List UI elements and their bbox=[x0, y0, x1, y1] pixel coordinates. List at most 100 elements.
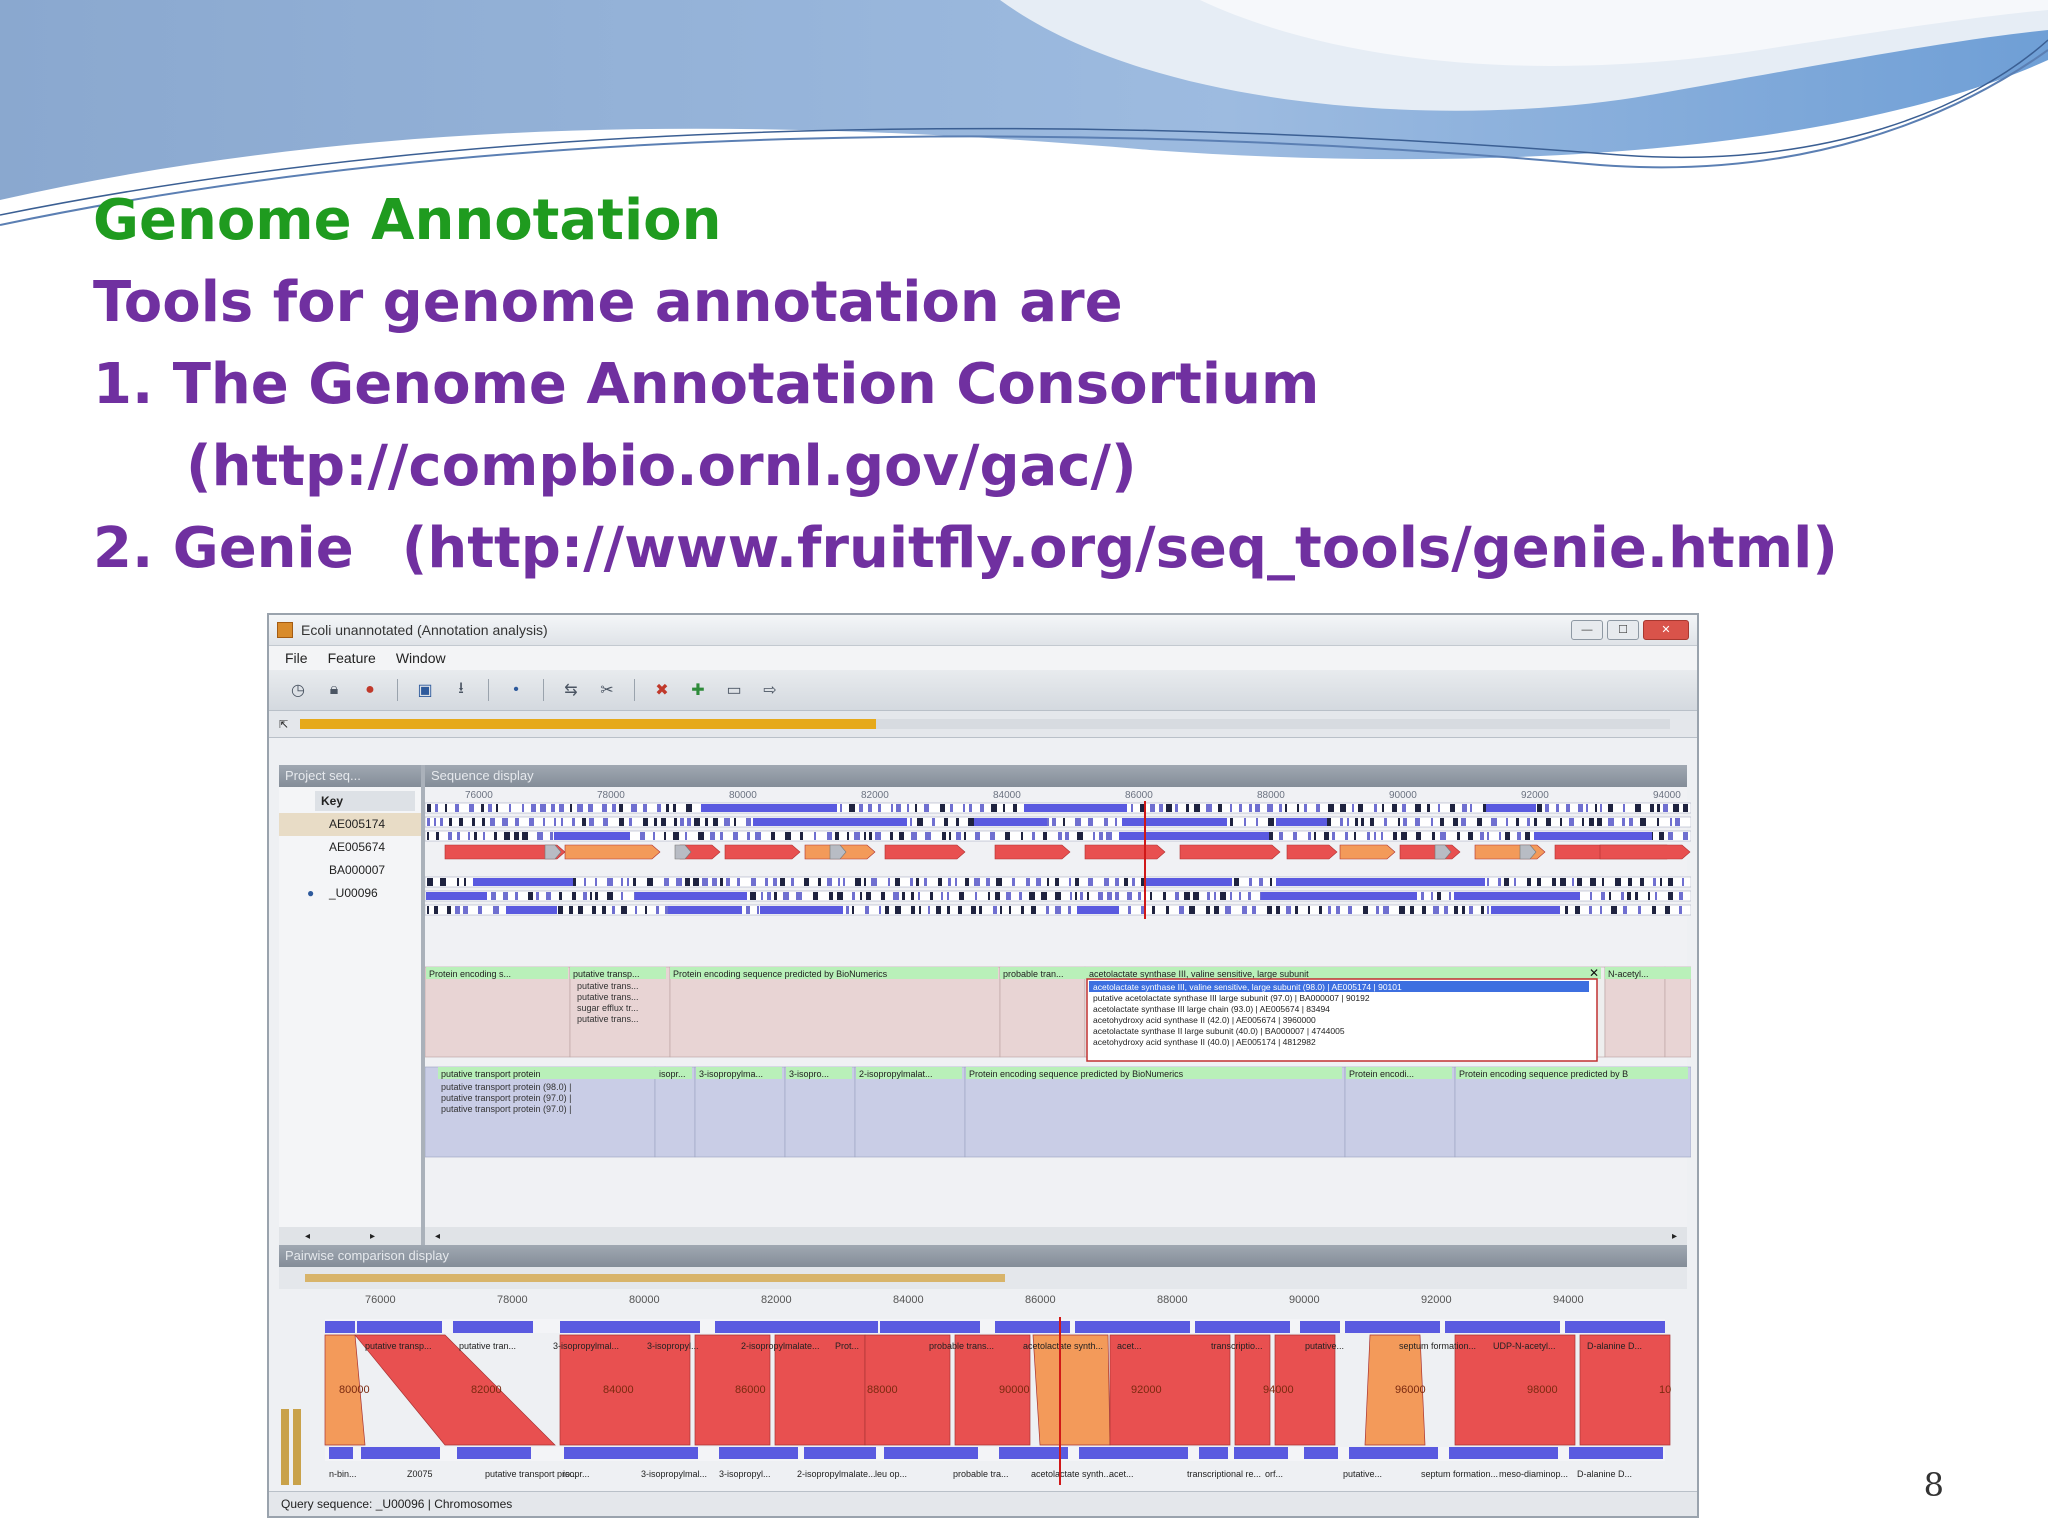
codon-mark bbox=[1340, 818, 1343, 826]
scroll-left-icon[interactable]: ◂ bbox=[435, 1230, 441, 1242]
codon-mark bbox=[1068, 906, 1071, 914]
scroll-left-icon[interactable]: ◂ bbox=[305, 1230, 311, 1242]
codon-mark bbox=[1046, 906, 1049, 914]
codon-mark bbox=[1398, 818, 1400, 826]
gene-feature-arrow bbox=[444, 844, 566, 860]
scroll-right-icon[interactable]: ▸ bbox=[1671, 1230, 1677, 1242]
codon-mark bbox=[1629, 818, 1633, 826]
codon-mark bbox=[1421, 892, 1424, 900]
key-column-header[interactable]: Key bbox=[315, 791, 415, 811]
slide-line-gac: 1. The Genome Annotation Consortium bbox=[93, 352, 1320, 417]
slide-link-gac-url[interactable]: (http://compbio.ornl.gov/gac/) bbox=[186, 434, 1137, 499]
codon-mark bbox=[924, 878, 927, 886]
sequence-scrollbar[interactable]: ◂▸ bbox=[425, 1227, 1687, 1245]
left-scrollbar[interactable]: ◂▸ bbox=[279, 1227, 421, 1245]
delete-icon[interactable]: ✂ bbox=[600, 682, 614, 699]
add-icon[interactable]: ✚ bbox=[691, 682, 705, 699]
codon-mark bbox=[1348, 906, 1352, 914]
bottom-blue-feature bbox=[457, 1447, 531, 1459]
pairwise-label-bottom: leu op... bbox=[875, 1469, 907, 1479]
codon-mark bbox=[979, 906, 982, 914]
lock-icon[interactable]: 🔒︎ bbox=[329, 681, 339, 698]
clock-icon[interactable]: ◷ bbox=[291, 682, 305, 699]
grey-feature-arrow bbox=[544, 844, 562, 860]
codon-mark bbox=[1055, 906, 1061, 914]
menu-window[interactable]: Window bbox=[395, 650, 446, 666]
pairwise-label-top: putative tran... bbox=[459, 1341, 516, 1351]
maximize-button[interactable]: ☐ bbox=[1607, 620, 1639, 640]
arrow-icon[interactable]: ⇨ bbox=[763, 682, 777, 699]
progress-fill bbox=[300, 719, 876, 729]
codon-mark bbox=[1166, 906, 1169, 914]
key-item-ae005174[interactable]: AE005174 bbox=[279, 813, 421, 836]
codon-mark bbox=[968, 818, 974, 826]
import-icon[interactable]: ⇆ bbox=[564, 682, 578, 699]
genie-url-link[interactable]: (http://www.fruitfly.org/seq_tools/genie… bbox=[401, 516, 1838, 581]
codon-mark bbox=[965, 878, 969, 886]
codon-mark bbox=[1431, 892, 1433, 900]
codon-mark bbox=[554, 818, 556, 826]
gene-feature-arrow bbox=[1084, 844, 1166, 860]
codon-mark bbox=[491, 892, 496, 900]
codon-mark bbox=[1159, 804, 1163, 812]
codon-mark bbox=[621, 878, 623, 886]
codon-mark bbox=[1230, 818, 1233, 826]
menu-file[interactable]: File bbox=[285, 650, 308, 666]
dot-icon[interactable]: • bbox=[513, 681, 519, 698]
homology-block bbox=[1364, 1334, 1426, 1446]
codon-mark bbox=[733, 832, 738, 840]
close-button[interactable]: ✕ bbox=[1643, 620, 1689, 640]
codon-mark bbox=[1267, 804, 1273, 812]
codon-mark bbox=[1622, 818, 1625, 826]
codon-mark bbox=[1340, 804, 1346, 812]
orf-bar bbox=[1145, 878, 1232, 886]
popup-item: acetohydroxy acid synthase II (40.0) | A… bbox=[1093, 1037, 1316, 1047]
codon-mark bbox=[1186, 804, 1189, 812]
codon-mark bbox=[1021, 832, 1023, 840]
save-icon[interactable]: ▣ bbox=[417, 682, 433, 699]
record-icon[interactable]: ● bbox=[365, 681, 375, 698]
annotation-label-2: putative transport protein bbox=[441, 1069, 541, 1079]
codon-mark bbox=[1242, 906, 1247, 914]
key-item-u00096[interactable]: ●_U00096 bbox=[279, 882, 421, 905]
folder-icon[interactable]: ▭ bbox=[726, 682, 742, 699]
annotation-block bbox=[1604, 966, 1666, 1058]
annotation-block bbox=[999, 966, 1086, 1058]
menu-feature[interactable]: Feature bbox=[327, 650, 376, 666]
codon-mark bbox=[852, 906, 854, 914]
codon-mark bbox=[1041, 892, 1047, 900]
codon-mark bbox=[427, 832, 429, 840]
annotation-sub-label: putative trans... bbox=[577, 1014, 639, 1024]
key-item-ae005674[interactable]: AE005674 bbox=[329, 840, 386, 854]
codon-mark bbox=[907, 804, 909, 812]
annotation-block bbox=[1664, 966, 1691, 1058]
codon-mark bbox=[680, 818, 684, 826]
minimize-button[interactable]: — bbox=[1571, 620, 1603, 640]
codon-mark bbox=[1665, 906, 1670, 914]
codon-mark bbox=[1589, 818, 1594, 826]
pairwise-label-top: UDP-N-acetyl... bbox=[1493, 1341, 1556, 1351]
genie-name: 2. Genie bbox=[93, 516, 354, 581]
annotation-label: probable tran... bbox=[1003, 969, 1064, 979]
export-icon[interactable]: ⭳ bbox=[458, 679, 464, 697]
scroll-right-icon[interactable]: ▸ bbox=[370, 1230, 376, 1242]
codon-mark bbox=[1589, 906, 1592, 914]
remove-icon[interactable]: ✖ bbox=[655, 682, 669, 699]
codon-mark bbox=[627, 878, 629, 886]
pairwise-label-top: probable trans... bbox=[929, 1341, 994, 1351]
collapse-icon[interactable]: ⇱ bbox=[279, 718, 289, 731]
codon-mark bbox=[685, 878, 690, 886]
codon-mark bbox=[1019, 892, 1022, 900]
orf-bar bbox=[1534, 832, 1652, 840]
top-blue-feature bbox=[715, 1321, 800, 1333]
pairwise-ruler-bottom: 98000 bbox=[1527, 1384, 1558, 1396]
codon-mark bbox=[640, 832, 645, 840]
codon-mark bbox=[1498, 878, 1501, 886]
top-blue-feature bbox=[453, 1321, 533, 1333]
codon-mark bbox=[673, 832, 679, 840]
key-item-ba000007[interactable]: BA000007 bbox=[329, 863, 386, 877]
codon-mark bbox=[944, 818, 948, 826]
